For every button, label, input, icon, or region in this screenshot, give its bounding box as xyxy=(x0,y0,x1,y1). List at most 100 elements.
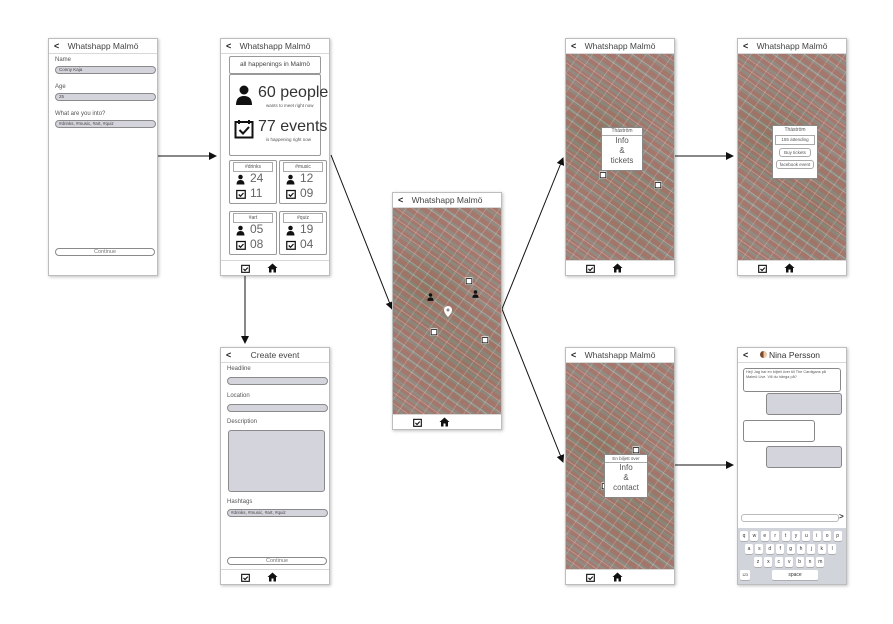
name-field[interactable]: Conny Kaja xyxy=(55,66,156,74)
map-pin-icon[interactable] xyxy=(444,306,452,317)
calendar-icon[interactable] xyxy=(430,328,438,336)
key-m[interactable]: m xyxy=(816,557,825,567)
key-b[interactable]: b xyxy=(795,557,804,567)
facebook-event-button[interactable]: facebook event xyxy=(776,160,814,169)
key-t[interactable]: t xyxy=(781,531,790,541)
outgoing-message xyxy=(766,446,842,468)
key-q[interactable]: q xyxy=(740,531,748,541)
person-popup[interactable]: En biljett över Info & contact xyxy=(604,454,648,498)
age-field[interactable]: 25 xyxy=(55,93,156,101)
attending-count: 155 attending xyxy=(775,135,815,145)
header: < Nina Persson xyxy=(738,348,846,363)
tag-card-quiz[interactable]: #quiz 19 04 xyxy=(279,211,327,255)
location-field[interactable] xyxy=(227,404,328,412)
key-p[interactable]: p xyxy=(833,531,842,541)
key-e[interactable]: e xyxy=(760,531,769,541)
calendar-icon[interactable] xyxy=(481,336,489,344)
key-space[interactable]: space xyxy=(772,570,818,580)
key-v[interactable]: v xyxy=(785,557,794,567)
tag-card-drinks[interactable]: #drinks 24 11 xyxy=(229,160,277,204)
key-n[interactable]: n xyxy=(806,557,814,567)
calendar-icon[interactable] xyxy=(654,181,662,189)
back-button[interactable]: < xyxy=(226,41,232,51)
tag-label: #music xyxy=(283,162,323,172)
arrow-map-to-person xyxy=(501,308,565,463)
header: < Whatshapp Malmö xyxy=(49,39,157,54)
key-numbers[interactable]: 123 xyxy=(740,570,750,580)
tag-card-art[interactable]: #art 05 08 xyxy=(229,211,277,255)
key-c[interactable]: c xyxy=(774,557,783,567)
summary-panel: 60 people wants to meet right now 77 eve… xyxy=(229,74,328,156)
back-button[interactable]: < xyxy=(571,350,577,360)
headline-label: Headline xyxy=(227,366,251,372)
key-h[interactable]: h xyxy=(797,544,805,554)
calendar-icon xyxy=(234,120,254,139)
buy-tickets-button[interactable]: Buy tickets xyxy=(779,148,811,157)
hashtags-field[interactable]: #drinks, #music, #art, #quiz xyxy=(227,509,328,517)
calendar-icon[interactable] xyxy=(465,277,473,285)
key-s[interactable]: s xyxy=(755,544,764,554)
calendar-icon[interactable] xyxy=(241,264,250,273)
venue-name: Tháström xyxy=(784,127,806,133)
home-icon[interactable] xyxy=(439,417,450,427)
calendar-icon[interactable] xyxy=(586,573,595,582)
home-icon[interactable] xyxy=(267,263,278,273)
header: < Whatshapp Malmö xyxy=(566,39,674,54)
message-input[interactable] xyxy=(741,514,839,522)
back-button[interactable]: < xyxy=(743,350,749,360)
back-button[interactable]: < xyxy=(398,195,404,205)
back-button[interactable]: < xyxy=(54,41,60,51)
header: < Whatshapp Malmö xyxy=(566,348,674,363)
people-count: 60 people xyxy=(258,84,329,101)
key-x[interactable]: x xyxy=(764,557,773,567)
home-icon[interactable] xyxy=(784,263,795,273)
description-label: Description xyxy=(227,419,258,425)
popup-line-contact: contact xyxy=(613,483,639,492)
key-k[interactable]: k xyxy=(817,544,826,554)
calendar-icon[interactable] xyxy=(413,418,422,427)
key-r[interactable]: r xyxy=(771,531,780,541)
key-o[interactable]: o xyxy=(823,531,832,541)
key-w[interactable]: w xyxy=(750,531,759,541)
key-j[interactable]: j xyxy=(807,544,816,554)
app-title: Whatshapp Malmö xyxy=(584,41,656,51)
events-count: 08 xyxy=(250,237,264,251)
home-icon[interactable] xyxy=(267,572,278,582)
key-g[interactable]: g xyxy=(786,544,795,554)
calendar-icon[interactable] xyxy=(632,446,640,454)
person-icon[interactable] xyxy=(472,290,479,298)
interests-field[interactable]: #drinks, #music, #art, #quiz xyxy=(55,120,156,128)
continue-button[interactable]: Continue xyxy=(227,557,327,565)
description-field[interactable] xyxy=(228,430,325,492)
home-icon[interactable] xyxy=(612,263,623,273)
calendar-icon[interactable] xyxy=(586,264,595,273)
key-y[interactable]: y xyxy=(792,531,800,541)
key-z[interactable]: z xyxy=(754,557,762,567)
calendar-icon[interactable] xyxy=(599,171,607,179)
interests-label: What are you into? xyxy=(55,111,106,117)
outgoing-message xyxy=(766,393,842,415)
headline-field[interactable] xyxy=(227,377,328,385)
send-button[interactable]: > xyxy=(839,512,844,521)
back-button[interactable]: < xyxy=(226,350,232,360)
key-d[interactable]: d xyxy=(765,544,774,554)
event-popup[interactable]: Tháström Info & tickets xyxy=(601,127,643,171)
popup-subtitle: En biljett över xyxy=(605,455,647,463)
calendar-icon[interactable] xyxy=(758,264,767,273)
chat-contact-name: Nina Persson xyxy=(769,350,821,360)
city-map[interactable] xyxy=(393,207,501,415)
key-f[interactable]: f xyxy=(776,544,785,554)
key-u[interactable]: u xyxy=(802,531,811,541)
key-a[interactable]: a xyxy=(745,544,753,554)
person-icon[interactable] xyxy=(427,293,434,301)
back-button[interactable]: < xyxy=(571,41,577,51)
continue-button[interactable]: Continue xyxy=(55,248,155,256)
calendar-icon[interactable] xyxy=(241,573,250,582)
key-i[interactable]: i xyxy=(812,531,821,541)
tag-card-music[interactable]: #music 12 09 xyxy=(279,160,327,204)
back-button[interactable]: < xyxy=(743,41,749,51)
home-icon[interactable] xyxy=(612,572,623,582)
key-l[interactable]: l xyxy=(828,544,837,554)
